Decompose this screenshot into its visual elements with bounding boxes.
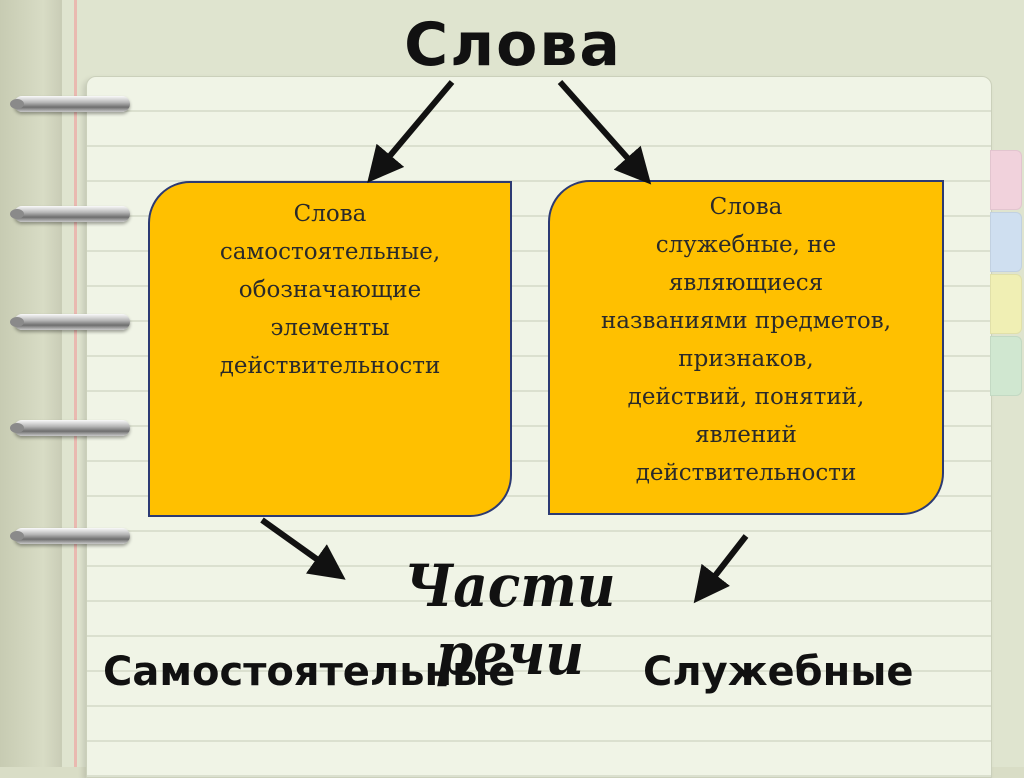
box-line: действий, понятий, [627, 384, 865, 410]
box-line: действительности [635, 460, 857, 486]
notebook-tab-blue [990, 212, 1022, 272]
box-line: названиями предметов, [600, 308, 892, 334]
box-line: действительности [219, 353, 441, 379]
box-line: являющиеся [668, 270, 824, 296]
arrow-left-to-parts [260, 517, 346, 580]
box-line: Слова [709, 194, 783, 220]
box-line: явлений [695, 422, 797, 448]
arrow-title-to-right [557, 80, 652, 185]
box-line: обозначающие [238, 277, 422, 303]
box-line: служебные, не [655, 232, 837, 258]
arrow-title-to-left [367, 80, 455, 183]
parts-of-speech-label: Части речи [404, 552, 616, 688]
function-label: Служебные [643, 649, 914, 695]
binder-ring [10, 528, 130, 544]
notebook-tab-yellow [990, 274, 1022, 334]
diagram-title: Слова [404, 10, 622, 80]
margin-line [74, 0, 77, 767]
notebook-spine [0, 0, 62, 767]
binder-ring [10, 314, 130, 330]
binder-ring [10, 420, 130, 436]
binder-ring [10, 206, 130, 222]
box-line: признаков, [678, 346, 814, 372]
independent-label: Самостоятельные [103, 649, 516, 695]
function-words-box: Слова служебные, не являющиеся названиям… [548, 180, 944, 515]
box-line: самостоятельные, [219, 239, 441, 265]
arrow-right-to-parts [693, 534, 749, 604]
box-line: элементы [270, 315, 390, 341]
notebook-tab-green [990, 336, 1022, 396]
box-line: Слова [293, 201, 367, 227]
notebook-tab-pink [990, 150, 1022, 210]
binder-ring [10, 96, 130, 112]
independent-words-box: Слова самостоятельные, обозначающие элем… [148, 181, 512, 517]
